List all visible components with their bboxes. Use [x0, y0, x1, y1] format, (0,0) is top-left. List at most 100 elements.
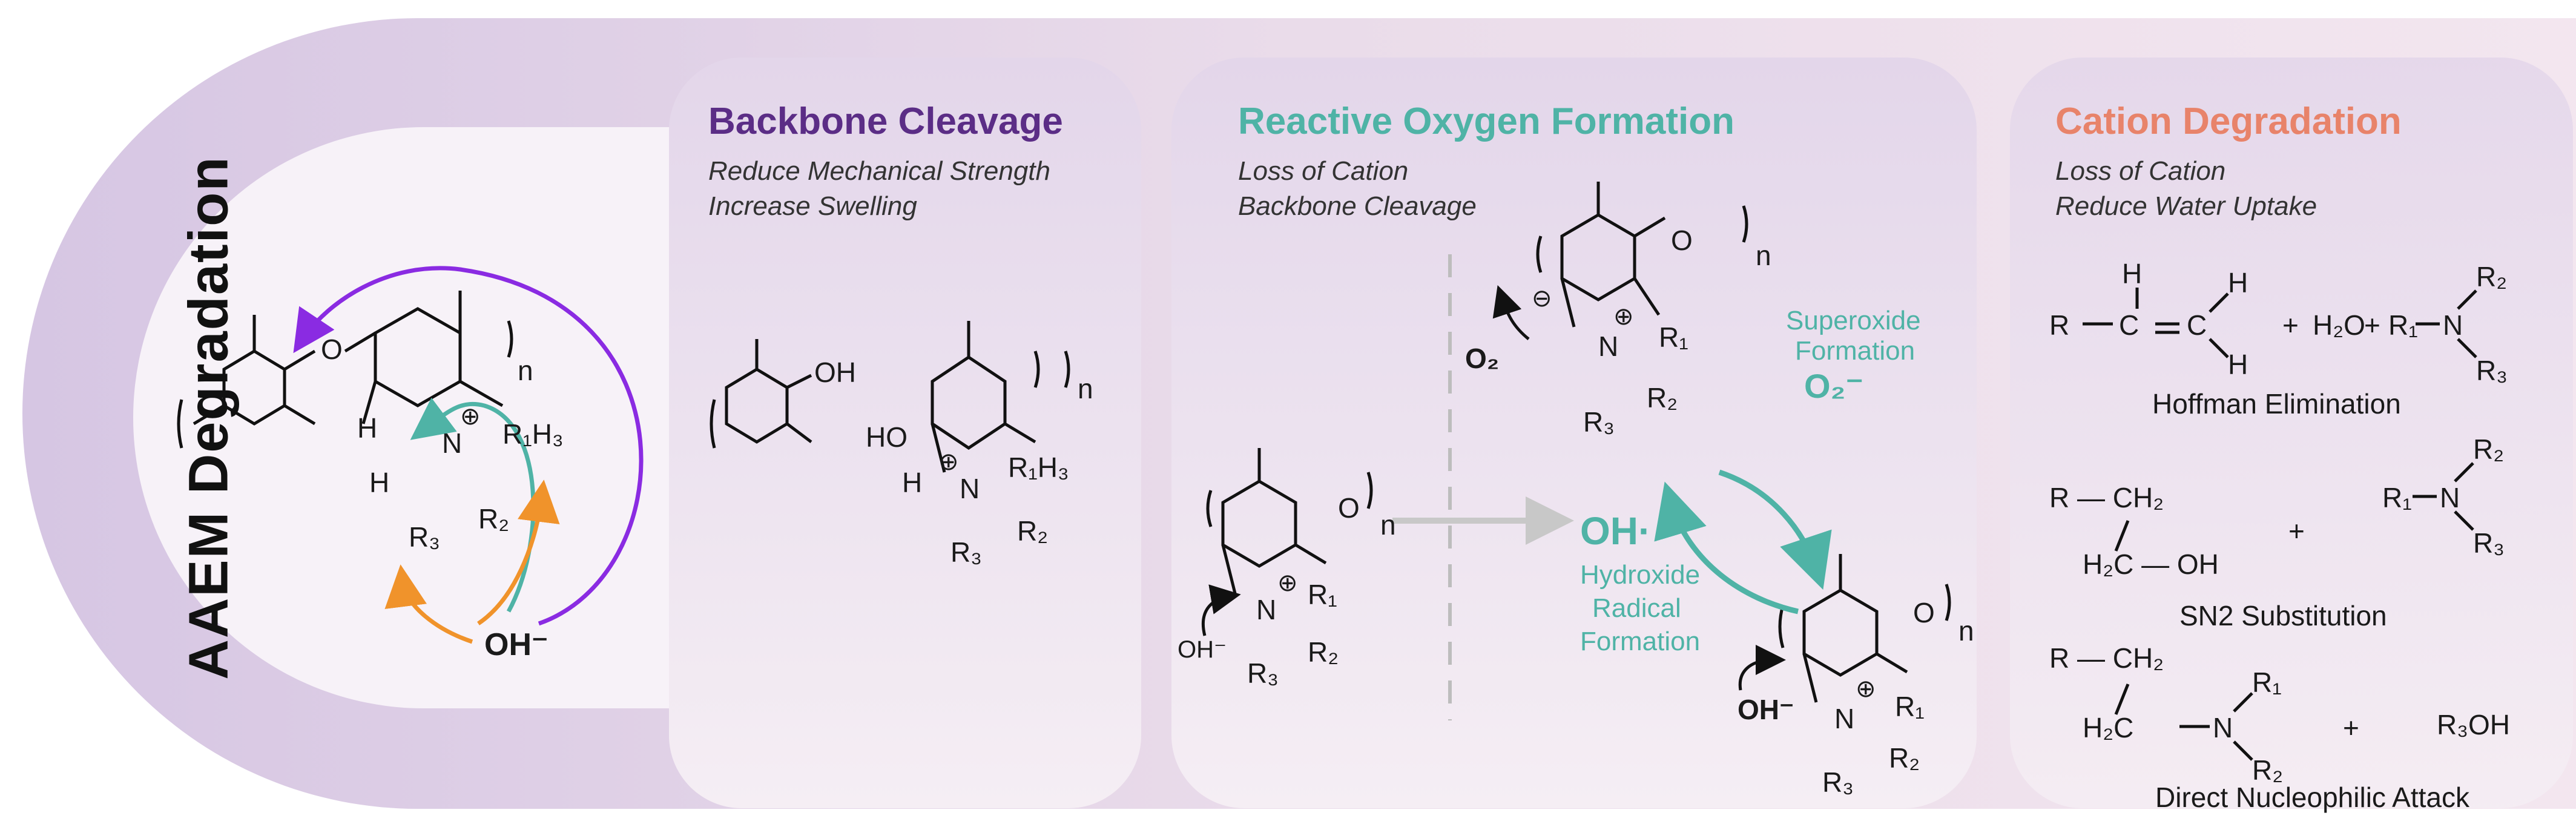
backbone-molecules [710, 321, 1070, 473]
sn2-caption: SN2 Substitution [2179, 600, 2387, 631]
ros-left-o-label: O [1338, 492, 1360, 524]
hoffman-caption: Hoffman Elimination [2152, 388, 2401, 420]
ros-o2-label: O₂ [1465, 343, 1500, 374]
ros-left-n-label: N [1256, 594, 1277, 625]
left-r2-label: R₂ [478, 503, 510, 535]
ros-bottom-r3: R₃ [1822, 766, 1854, 798]
cation-bonds [2083, 288, 2477, 761]
cation-title: Cation Degradation [2055, 100, 2402, 142]
sn2-h2c-oh: H₂C — OH [2083, 549, 2219, 580]
purple-arrow [293, 266, 644, 626]
ros-bottom-n-label: N [1834, 703, 1855, 734]
dna-plus: + [2343, 712, 2359, 743]
backbone-sub1: Reduce Mechanical Strength [708, 156, 1050, 186]
left-h-label: H [357, 412, 378, 444]
hoffman-h-right-bottom: H [2228, 349, 2248, 380]
ros-minus-circle: ⊖ [1532, 285, 1552, 312]
ros-top-n-label: N [1598, 331, 1619, 362]
hoffman-h-right-top: H [2228, 267, 2248, 298]
left-r3-label: R₃ [409, 521, 440, 553]
superoxide-label-1: Superoxide [1786, 306, 1921, 335]
ros-top-r3: R₃ [1583, 406, 1615, 438]
backbone-r2-label: R₂ [1017, 515, 1049, 547]
backbone-r1h3-label: R₁H₃ [1008, 452, 1069, 483]
backbone-n-label: N [960, 473, 980, 504]
sn2-r-ch2: R — CH₂ [2049, 482, 2164, 513]
dna-h2c: H₂C [2083, 712, 2134, 743]
left-h2-label: H [369, 467, 390, 498]
ros-molecule-top [1492, 182, 1748, 340]
sn2-n: N [2440, 482, 2460, 513]
ros-left-n-sub: n [1380, 509, 1396, 541]
sn2-r1: R₁ [2382, 482, 2412, 513]
left-o-label: O [321, 334, 343, 365]
backbone-panel-bg [669, 58, 1141, 808]
ros-left-r3: R₃ [1247, 657, 1279, 689]
hydroxide-arrow [1654, 481, 1799, 614]
left-plus-label: ⊕ [460, 403, 481, 430]
ros-top-r1: R₁ [1659, 321, 1688, 353]
ros-sub1: Loss of Cation [1238, 156, 1409, 186]
orange-arrow-1 [384, 564, 473, 644]
cation-panel-bg [2010, 58, 2573, 808]
dna-r2: R₂ [2252, 754, 2284, 786]
cation-sub1: Loss of Cation [2055, 156, 2226, 186]
hoffman-r2: R₂ [2476, 261, 2508, 292]
ros-left-hydroxide: OH⁻ [1178, 636, 1227, 663]
ros-left-r1: R₁ [1308, 579, 1337, 610]
hydroxide-label-2: Radical [1592, 593, 1681, 623]
dna-r3oh: R₃OH [2437, 709, 2510, 740]
dna-r1: R₁ [2252, 667, 2282, 698]
left-molecule [177, 291, 513, 449]
hoffman-plus-2: + [2364, 309, 2380, 341]
main-title: AAEM Degradation [177, 156, 240, 680]
ros-left-plus: ⊕ [1277, 570, 1298, 596]
hoffman-h2o: H₂O [2313, 309, 2365, 341]
superoxide-label-2: Formation [1795, 336, 1916, 366]
sn2-r3: R₃ [2473, 527, 2505, 559]
backbone-n-sub-label: n [1078, 373, 1093, 404]
hoffman-h-top: H [2122, 258, 2143, 289]
left-hydroxide: OH⁻ [484, 627, 548, 662]
ros-sub2: Backbone Cleavage [1238, 191, 1477, 221]
hoffman-n: N [2443, 309, 2463, 341]
ros-bottom-o-label: O [1913, 597, 1935, 628]
left-n-label: N [442, 427, 463, 459]
ros-panel-bg [1171, 58, 1977, 808]
superoxide-arrow [1718, 469, 1832, 590]
dna-n: N [2213, 712, 2233, 743]
ros-bottom-plus: ⊕ [1856, 676, 1876, 702]
ros-molecule-left [1201, 448, 1373, 636]
dna-r-ch2: R — CH₂ [2049, 642, 2164, 674]
backbone-sub2: Increase Swelling [708, 191, 917, 221]
backbone-oh-label: OH [814, 357, 856, 388]
hoffman-r1: R₁ [2388, 309, 2418, 341]
sn2-plus: + [2288, 515, 2305, 547]
left-n-sub-label: n [518, 355, 533, 386]
ros-molecule-bottom [1738, 554, 1951, 703]
backbone-title: Backbone Cleavage [708, 100, 1063, 142]
superoxide-species: O₂⁻ [1804, 367, 1863, 405]
orange-arrow-2 [477, 479, 560, 625]
hoffman-r: R [2049, 309, 2070, 341]
oh-radical-label: OH· [1580, 509, 1652, 553]
ros-bottom-hydroxide: OH⁻ [1738, 694, 1794, 725]
dna-caption: Direct Nucleophilic Attack [2155, 782, 2469, 813]
hydroxide-label-1: Hydroxide [1580, 560, 1701, 590]
hoffman-r3: R₃ [2476, 355, 2508, 386]
ros-left-r2: R₂ [1308, 636, 1339, 668]
backbone-plus-label: ⊕ [938, 449, 959, 475]
hydroxide-label-3: Formation [1580, 627, 1701, 656]
ros-top-plus: ⊕ [1613, 303, 1634, 330]
ros-bottom-n-sub: n [1958, 615, 1974, 647]
left-r1h3-label: R₁H₃ [502, 418, 564, 450]
backbone-r3-label: R₃ [950, 536, 982, 568]
hoffman-c2: C [2187, 309, 2207, 341]
cation-sub2: Reduce Water Uptake [2055, 191, 2317, 221]
sn2-r2: R₂ [2473, 433, 2505, 465]
ros-top-r2: R₂ [1647, 382, 1678, 414]
ros-title: Reactive Oxygen Formation [1238, 100, 1735, 142]
backbone-ho-label: HO [866, 421, 908, 453]
ros-bottom-r1: R₁ [1895, 691, 1925, 722]
